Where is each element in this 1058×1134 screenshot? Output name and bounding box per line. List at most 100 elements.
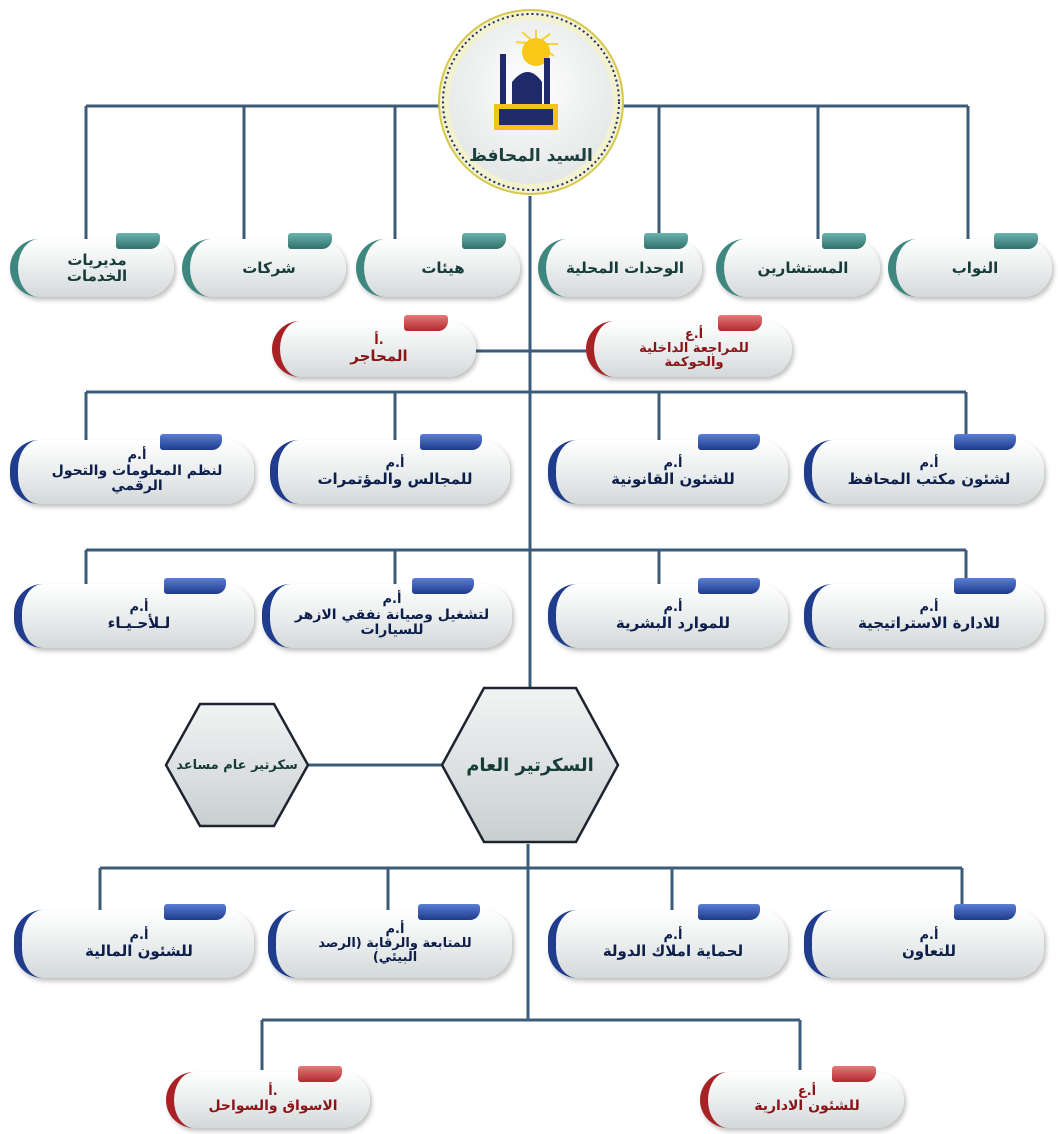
node-accent <box>166 1072 196 1128</box>
node-tab <box>164 904 226 920</box>
node-label: للشئون المالية <box>85 941 193 960</box>
node-label: لحماية املاك الدولة <box>602 941 744 960</box>
node-aswaq[interactable]: أ.الاسواق والسواحل <box>166 1066 370 1128</box>
node-mudiriyat[interactable]: مديريات الخدمات <box>10 233 174 297</box>
node-mustasharin[interactable]: المستشارين <box>716 233 880 297</box>
node-tab <box>412 578 474 594</box>
node-tab <box>822 233 866 249</box>
node-accent <box>10 440 40 504</box>
node-accent <box>182 239 212 297</box>
node-tab <box>954 434 1016 450</box>
node-accent <box>804 584 834 648</box>
node-accent <box>888 239 918 297</box>
node-accent <box>14 584 44 648</box>
node-label: للمجالس والمؤتمرات <box>317 469 473 488</box>
node-tab <box>462 233 506 249</box>
node-title: أ.م <box>385 455 405 471</box>
node-tab <box>160 434 222 450</box>
node-title: أ.م <box>919 455 939 471</box>
node-tab <box>954 904 1016 920</box>
node-label: الوحدات المحلية <box>565 258 685 277</box>
governor-title: السيد المحافظ <box>469 146 593 166</box>
node-title: أ.م <box>663 927 683 943</box>
node-nawab[interactable]: النواب <box>888 233 1052 297</box>
assistant-secretary-node[interactable]: سكرتير عام مساعد <box>164 702 310 828</box>
node-label: شركات <box>242 258 296 277</box>
node-title: أ.م <box>919 599 939 615</box>
node-title: أ.م <box>382 592 402 608</box>
node-tab <box>698 434 760 450</box>
node-label: للتعاون <box>901 941 957 960</box>
node-accent <box>270 440 300 504</box>
node-accent <box>804 440 834 504</box>
node-label: لنظم المعلومات والتحول الرقمي <box>51 462 223 495</box>
node-accent <box>262 584 292 648</box>
node-label: للادارة الاستراتيجية <box>857 613 1001 632</box>
node-tab <box>994 233 1038 249</box>
node-tab <box>298 1066 342 1082</box>
node-label: مديريات الخدمات <box>66 250 128 285</box>
node-accent <box>538 239 568 297</box>
node-accent <box>14 910 44 978</box>
node-accent <box>548 584 578 648</box>
assistant-secretary-label: سكرتير عام مساعد <box>176 757 298 773</box>
node-mahajer[interactable]: أ.المحاجر <box>272 315 476 377</box>
node-title: أ.م <box>919 927 939 943</box>
node-accent <box>700 1072 730 1128</box>
node-label: للمتابعة والرقابة (الرصد البيئي) <box>318 935 472 966</box>
node-accent <box>10 239 40 297</box>
node-tab <box>164 578 226 594</box>
node-label: للشئون القانونية <box>611 469 735 488</box>
node-label: المحاجر <box>350 346 408 365</box>
node-tab <box>116 233 160 249</box>
node-title: أ. <box>268 1084 278 1100</box>
node-title: أ. <box>374 332 384 348</box>
node-tab <box>832 1066 876 1082</box>
node-accent <box>548 910 578 978</box>
governor-emblem <box>438 9 624 195</box>
node-accent <box>716 239 746 297</box>
node-title: أ.م <box>385 921 405 937</box>
node-label: النواب <box>951 258 999 277</box>
node-title: أ.م <box>663 455 683 471</box>
node-sharikat[interactable]: شركات <box>182 233 346 297</box>
node-label: لـلأحـيـاء <box>107 613 171 632</box>
node-hayaat[interactable]: هيئات <box>356 233 520 297</box>
node-tab <box>698 578 760 594</box>
node-tab <box>954 578 1016 594</box>
node-wahdat[interactable]: الوحدات المحلية <box>538 233 702 297</box>
node-accent <box>548 440 578 504</box>
secretary-general-node[interactable]: السكرتير العام <box>440 686 620 844</box>
node-label: للمراجعة الداخلية والحوكمة <box>639 340 749 371</box>
node-title: أ.م <box>129 927 149 943</box>
node-label: الاسواق والسواحل <box>208 1098 338 1115</box>
node-title: أ.م <box>127 448 147 464</box>
governor-node[interactable]: السيد المحافظ <box>436 4 626 200</box>
node-title: أ.م <box>129 599 149 615</box>
node-title: أ.م <box>663 599 683 615</box>
node-label: لشئون مكتب المحافظ <box>847 469 1011 488</box>
node-label: لتشغيل وصيانة نفقي الازهر للسيارات <box>294 606 490 639</box>
node-tab <box>418 904 480 920</box>
node-title: أ.ع <box>797 1084 817 1100</box>
node-tab <box>698 904 760 920</box>
node-label: المستشارين <box>757 258 849 277</box>
node-tab <box>644 233 688 249</box>
node-accent <box>356 239 386 297</box>
node-accent <box>586 321 616 377</box>
